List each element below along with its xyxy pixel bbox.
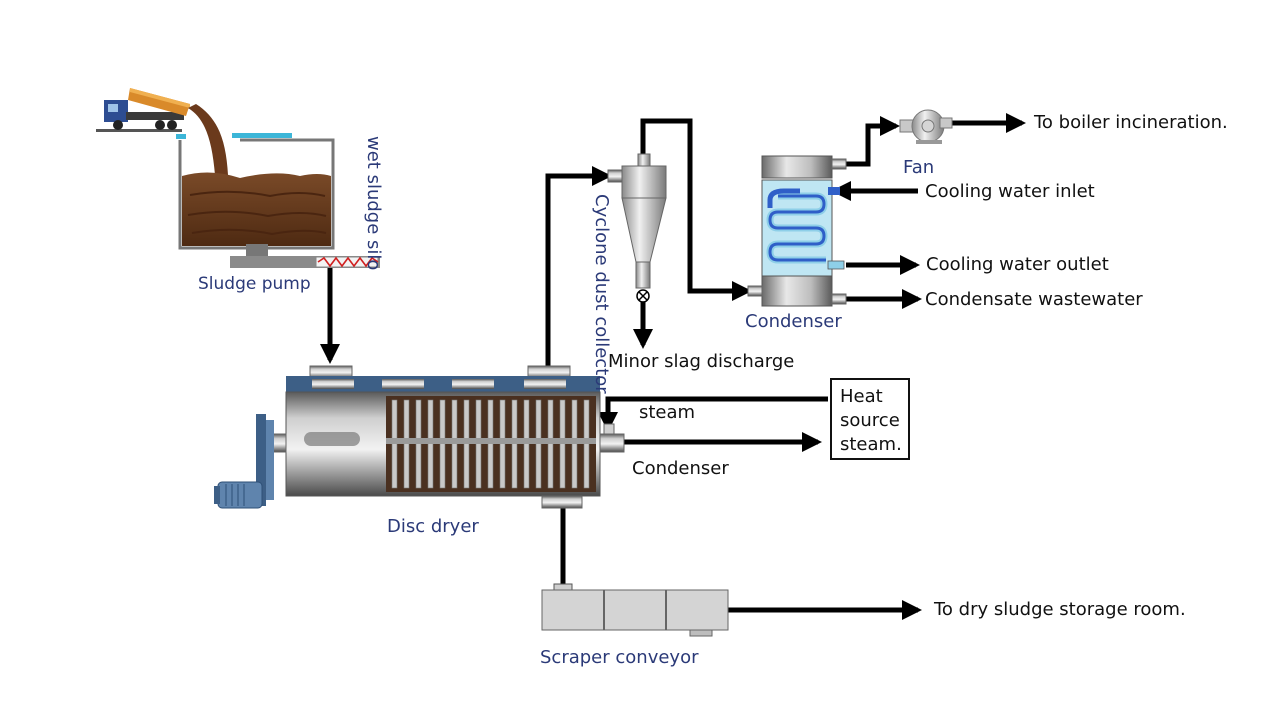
dump-truck-icon [96,88,190,132]
cyclone-dust-collector-label: Cyclone dust collector [591,194,612,394]
condensate-wastewater-label: Condensate wastewater [925,289,1143,310]
falling-sludge [188,104,228,175]
to-boiler-label: To boiler incineration. [1034,112,1228,133]
fan-label: Fan [903,157,935,178]
heat-source-box: Heat source steam. [830,378,910,460]
minor-slag-discharge-label: Minor slag discharge [608,351,795,372]
cooling-water-outlet-label: Cooling water outlet [926,254,1109,275]
wet-sludge-silo-label: wet sludge silo [363,136,384,271]
disc-dryer-label: Disc dryer [387,516,479,537]
heat-source-line-1: Heat [840,386,883,407]
scraper-conveyor [541,583,729,637]
heat-source-line-2: source [840,410,900,431]
motor-icon [214,481,263,509]
steam-label: steam [639,402,696,423]
condenser-out-label: Condenser [632,458,729,479]
screw-conveyor-icon [315,256,379,268]
cyclone-dust-collector [607,153,667,289]
scraper-conveyor-label: Scraper conveyor [540,647,699,668]
to-dry-storage-label: To dry sludge storage room. [934,599,1186,620]
wet-sludge-silo [176,133,380,268]
condenser [747,155,847,307]
flow-pipes [320,113,1026,620]
fan-icon [899,109,953,144]
disc-dryer [256,365,625,509]
cooling-water-inlet-label: Cooling water inlet [925,181,1095,202]
sludge-pump-label: Sludge pump [198,274,311,294]
valve-icon [636,289,650,303]
condenser-unit-label: Condenser [745,311,842,332]
heat-source-line-3: steam. [840,434,902,455]
